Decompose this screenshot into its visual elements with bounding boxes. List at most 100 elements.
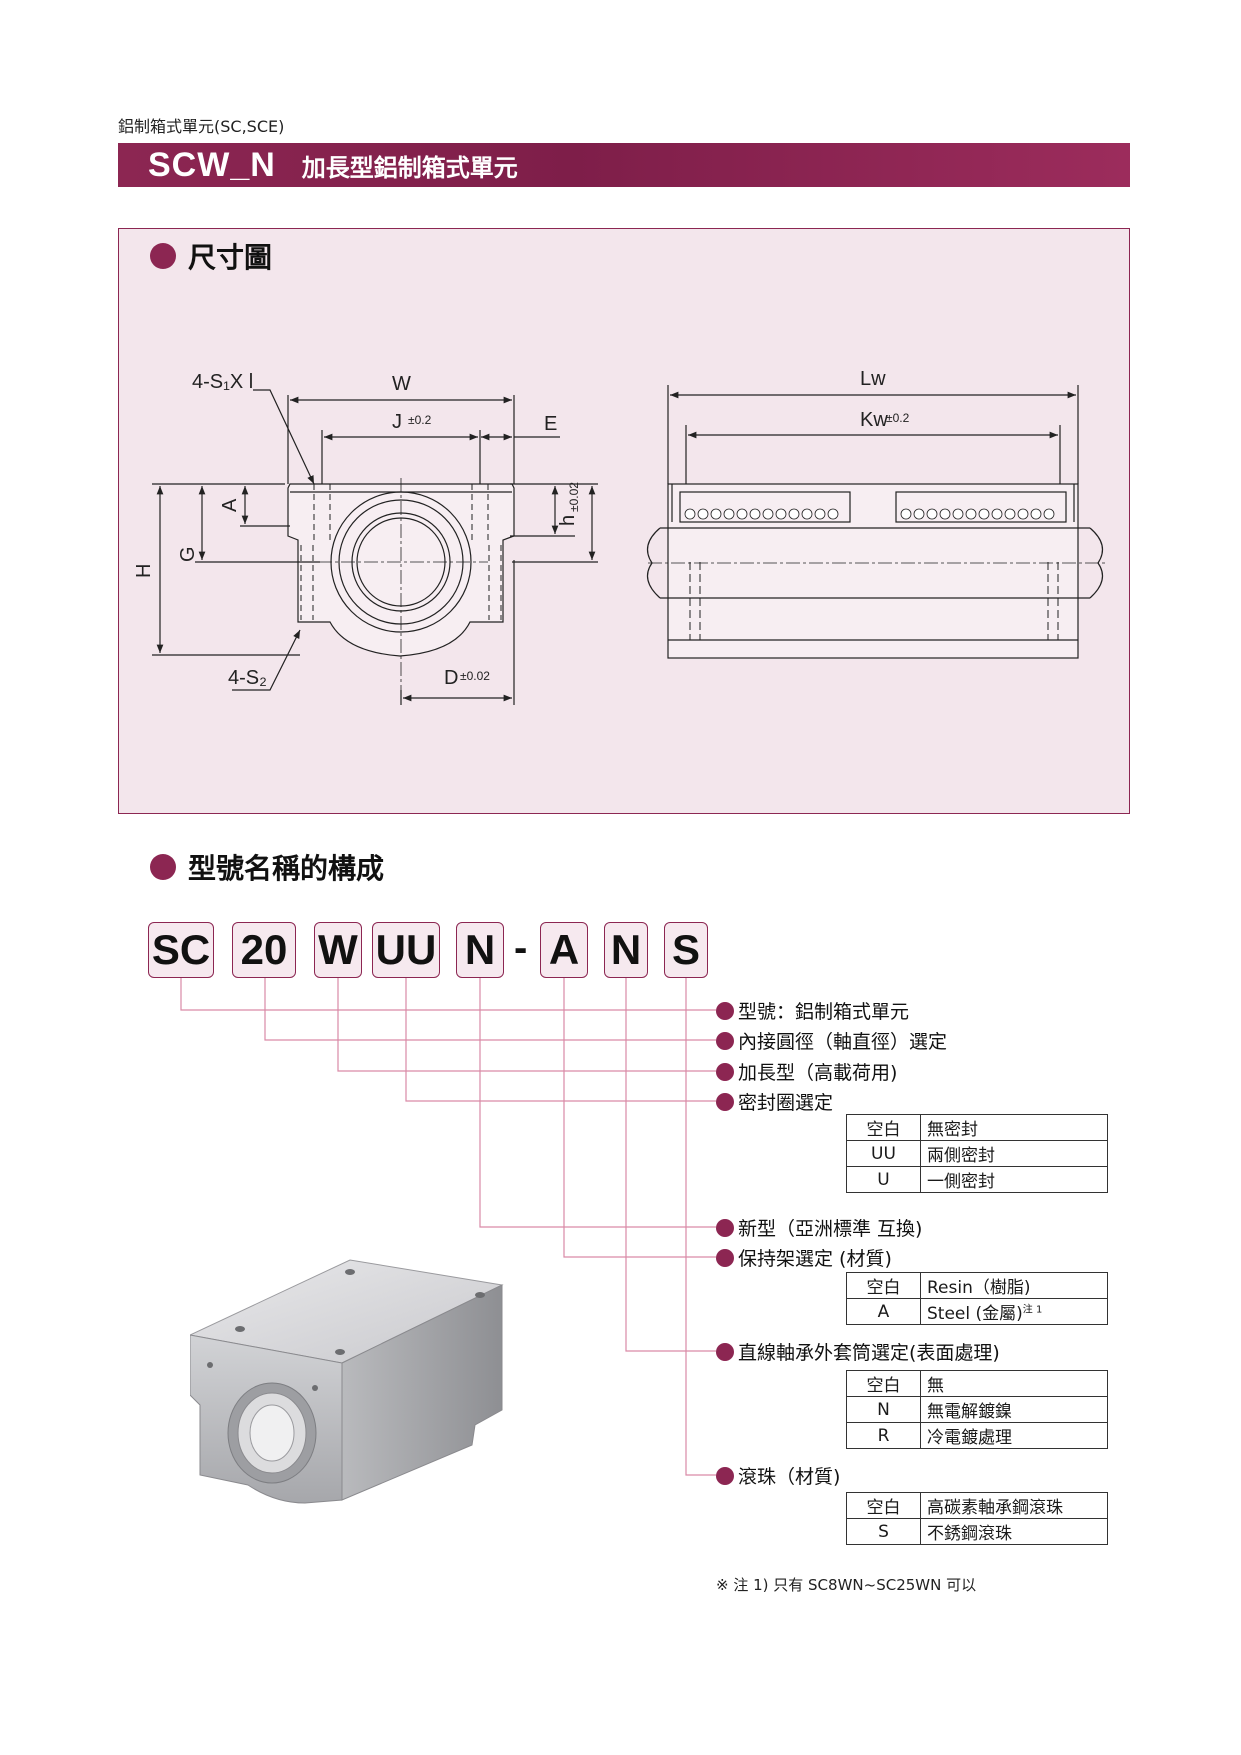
model-part-size: 20 <box>232 922 296 978</box>
option-label: 型號：鋁制箱式單元 <box>738 1001 910 1023</box>
table-cell: 兩側密封 <box>920 1140 1108 1167</box>
model-part-seal: UU <box>372 922 440 978</box>
option-label: 新型（亞洲標準 互換) <box>738 1218 923 1240</box>
table-cell: 一側密封 <box>920 1166 1108 1193</box>
dimension-title-text: 尺寸圖 <box>188 241 273 274</box>
table-cell: 無 <box>920 1370 1108 1397</box>
bullet-icon <box>716 1031 734 1050</box>
option-label: 內接圓徑（軸直徑）選定 <box>738 1031 948 1053</box>
table-cell: 空白 <box>846 1492 921 1519</box>
label-lw: Lw <box>860 368 886 390</box>
ball-mark <box>736 508 748 520</box>
ball-mark <box>991 508 1003 520</box>
bullet-icon <box>716 1001 734 1020</box>
dimension-drawing: 4-S₁X l W J ±0.2 E A h ±0.02 H G 4-S₂ D … <box>133 368 1105 705</box>
bullet-icon <box>716 1062 734 1081</box>
ball-mark <box>697 508 709 520</box>
table-cell: 無電解鍍鎳 <box>920 1396 1108 1423</box>
ball-mark <box>900 508 912 520</box>
ball-mark <box>1004 508 1016 520</box>
table-cell: Steel (金屬)注 1 <box>920 1298 1108 1325</box>
model-section-title: 型號名稱的構成 <box>150 847 384 887</box>
model-title-text: 型號名稱的構成 <box>188 852 385 885</box>
ball-mark <box>749 508 761 520</box>
model-part-series: SC <box>148 922 214 978</box>
model-part-retainer: A <box>540 922 588 978</box>
ball-mark <box>1043 508 1055 520</box>
bullet-icon <box>150 243 176 269</box>
label-d-tol: ±0.02 <box>460 669 490 683</box>
label-d: D <box>444 667 458 689</box>
label-e: E <box>544 413 557 435</box>
table-cell: R <box>846 1422 921 1449</box>
model-part-ball: S <box>664 922 708 978</box>
table-cell: UU <box>846 1140 921 1167</box>
shaft <box>660 527 1090 599</box>
label-s1: 4-S₁X l <box>192 371 253 393</box>
label-kw: Kw <box>860 409 888 431</box>
table-row: 空白高碳素軸承鋼滾珠 <box>846 1492 1108 1519</box>
table-cell: 空白 <box>846 1114 921 1141</box>
label-h-small: h <box>557 515 579 526</box>
product-code: SCW_N <box>148 145 276 184</box>
ball-mark <box>1030 508 1042 520</box>
table-cell: S <box>846 1518 921 1545</box>
note-mark: 注 1 <box>1022 1304 1043 1316</box>
table-row: 空白無 <box>846 1370 1108 1397</box>
model-part-wide: W <box>314 922 362 978</box>
option-label: 加長型（高載荷用) <box>738 1062 898 1084</box>
option-label: 密封圈選定 <box>738 1092 834 1114</box>
ball-mark <box>723 508 735 520</box>
product-image <box>190 1259 504 1504</box>
table-cell: 空白 <box>846 1370 921 1397</box>
table-cell: 不銹鋼滾珠 <box>920 1518 1108 1545</box>
ball-mark <box>939 508 951 520</box>
ball-mark <box>710 508 722 520</box>
product-name: 加長型鋁制箱式單元 <box>301 153 518 182</box>
ball-mark <box>965 508 977 520</box>
title-bar: SCW_N 加長型鋁制箱式單元 <box>118 143 1130 187</box>
option-label: 直線軸承外套筒選定(表面處理) <box>738 1342 1000 1364</box>
table-cell: U <box>846 1166 921 1193</box>
bullet-icon <box>716 1092 734 1111</box>
label-h: H <box>133 564 155 578</box>
ball-mark <box>684 508 696 520</box>
ball-mark <box>913 508 925 520</box>
ball-mark <box>801 508 813 520</box>
dimension-section-title: 尺寸圖 <box>150 236 272 276</box>
option-bore: 內接圓徑（軸直徑）選定 <box>716 1027 947 1054</box>
table-cell: N <box>846 1396 921 1423</box>
table-cell-text: Steel (金屬) <box>927 1304 1023 1324</box>
ball-mark <box>775 508 787 520</box>
label-kw-tol: ±0.2 <box>886 411 910 425</box>
label-w: W <box>392 373 411 395</box>
option-retainer: 保持架選定 (材質) <box>716 1244 892 1271</box>
option-ball: 滾珠（材質) <box>716 1462 840 1489</box>
model-part-dash: - <box>514 926 528 970</box>
breadcrumb: 鋁制箱式單元(SC,SCE) <box>118 117 285 136</box>
label-a: A <box>219 498 241 512</box>
ball-mark <box>952 508 964 520</box>
ball-mark <box>814 508 826 520</box>
option-model: 型號：鋁制箱式單元 <box>716 997 909 1024</box>
table-cell: 空白 <box>846 1272 921 1299</box>
bullet-icon <box>716 1466 734 1485</box>
option-label: 保持架選定 (材質) <box>738 1248 892 1270</box>
label-j-tol: ±0.2 <box>408 413 432 427</box>
bullet-icon <box>150 854 176 880</box>
bullet-icon <box>716 1342 734 1361</box>
bullet-icon <box>716 1248 734 1267</box>
label-s2: 4-S₂ <box>228 667 267 689</box>
option-seal: 密封圈選定 <box>716 1088 833 1115</box>
table-row: 空白無密封 <box>846 1114 1108 1141</box>
